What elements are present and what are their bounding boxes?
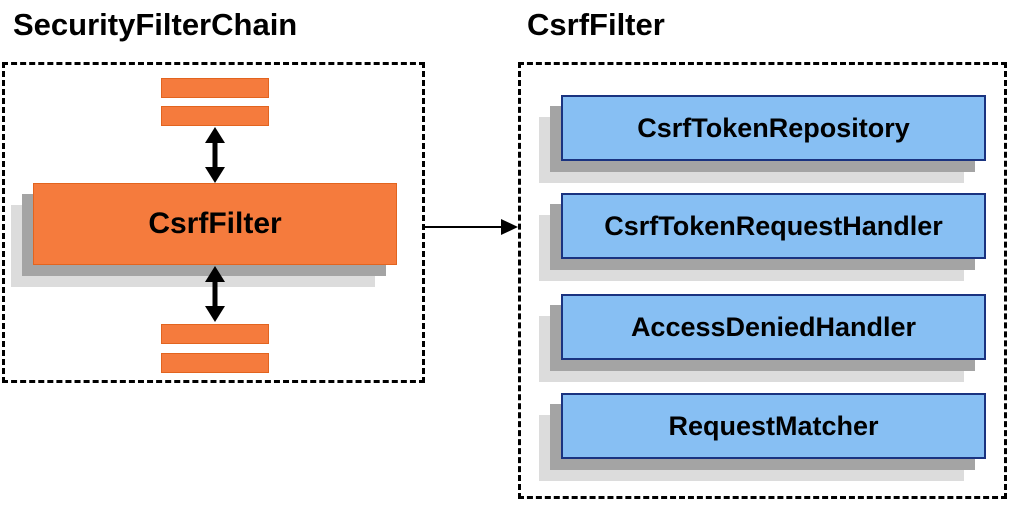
component-box-csrf-token-repository: CsrfTokenRepository (561, 95, 986, 161)
double-arrow-icon (205, 266, 225, 322)
security-filter-chain-title: SecurityFilterChain (13, 7, 298, 42)
component-box-access-denied-handler: AccessDeniedHandler (561, 294, 986, 360)
csrf-filter-panel (518, 62, 1007, 499)
security-filter-chain-panel (2, 62, 425, 383)
filter-chain-bar (161, 353, 269, 373)
filter-chain-bar (161, 324, 269, 344)
filter-chain-bar (161, 78, 269, 98)
csrf-filter-box: CsrfFilter (33, 183, 397, 265)
filter-chain-bar (161, 106, 269, 126)
component-box-csrf-token-request-handler: CsrfTokenRequestHandler (561, 193, 986, 259)
csrf-filter-title: CsrfFilter (527, 7, 665, 42)
flow-arrow-icon (424, 219, 518, 235)
double-arrow-icon (205, 127, 225, 183)
component-box-request-matcher: RequestMatcher (561, 393, 986, 459)
